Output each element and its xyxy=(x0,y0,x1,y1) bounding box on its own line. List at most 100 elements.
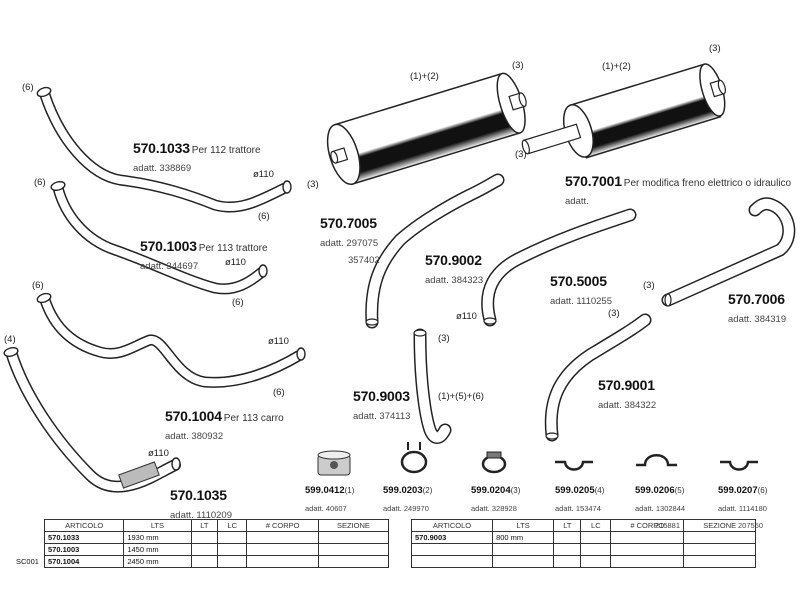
table-cell xyxy=(580,555,612,568)
callout-three: (3) xyxy=(608,308,620,319)
sheet-code: SC001 xyxy=(16,557,39,566)
accessory-599-0205: 599.0205(4) adatt. 153474 xyxy=(555,485,605,513)
accessory-599-0203: 599.0203(2) adatt. 249970 xyxy=(383,485,433,513)
table-cell xyxy=(553,531,582,544)
column-header: SEZIONE xyxy=(683,519,756,532)
callout-six: (6) xyxy=(258,211,270,222)
table-cell xyxy=(683,555,756,568)
table-cell xyxy=(580,531,612,544)
table-cell xyxy=(317,543,390,556)
part-label-570-1035: 570.1035 adatt. 1110209 xyxy=(170,487,232,521)
table-cell: 1450 mm xyxy=(123,543,192,556)
table-cell: 2450 mm xyxy=(123,555,192,568)
column-header: LT xyxy=(190,519,219,532)
u-bracket-icon xyxy=(555,460,593,471)
table-row: 570.1004 2450 mm xyxy=(43,555,390,568)
muffler-570-7005 xyxy=(326,72,527,186)
table-cell: 1930 mm xyxy=(123,531,192,544)
u-bracket-icon xyxy=(720,460,758,471)
table-cell xyxy=(317,531,390,544)
table-cell xyxy=(610,543,685,556)
table-cell xyxy=(217,543,248,556)
table-cell: 570.9003 xyxy=(410,531,494,544)
muffler-570-7001 xyxy=(521,63,726,159)
table-row xyxy=(410,543,756,556)
accessory-599-0204: 599.0204(3) adatt. 328928 xyxy=(471,485,521,513)
column-header: LC xyxy=(217,519,248,532)
column-header: ARTICOLO xyxy=(43,519,125,532)
callout-six: (6) xyxy=(232,297,244,308)
callout-one-five-six: (1)+(5)+(6) xyxy=(438,391,484,402)
table-row: 570.1003 1450 mm xyxy=(43,543,390,556)
table-header-row: ARTICOLO LTS LT LC # CORPO SEZIONE xyxy=(410,519,756,532)
table-cell xyxy=(410,543,494,556)
table-cell xyxy=(683,531,756,544)
pipe-570-9002 xyxy=(481,208,637,327)
column-header: LT xyxy=(553,519,582,532)
column-header: LTS xyxy=(123,519,192,532)
callout-diameter: ø110 xyxy=(225,257,246,268)
table-cell xyxy=(246,531,319,544)
callout-one-two: (1)+(2) xyxy=(410,71,439,82)
table-cell xyxy=(190,543,219,556)
table-cell xyxy=(553,555,582,568)
table-cell xyxy=(492,555,555,568)
callout-six: (6) xyxy=(32,280,44,291)
table-cell xyxy=(553,543,582,556)
table-cell xyxy=(610,531,685,544)
column-header: SEZIONE xyxy=(317,519,390,532)
callout-diameter: ø110 xyxy=(268,336,289,347)
table-cell xyxy=(410,555,494,568)
table-cell xyxy=(217,531,248,544)
table-cell: 570.1033 xyxy=(43,531,125,544)
callout-three: (3) xyxy=(307,179,319,190)
pipe-570-1003 xyxy=(50,181,268,295)
callout-one-two: (1)+(2) xyxy=(602,61,631,72)
part-label-570-9002: 570.9002 adatt. 384323 xyxy=(425,252,484,286)
callout-six: (6) xyxy=(34,177,46,188)
pipe-clamp-icon xyxy=(400,442,428,474)
part-label-570-9001: 570.9001 adatt. 384322 xyxy=(598,377,657,411)
table-row: 570.1033 1930 mm xyxy=(43,531,390,544)
u-bracket-icon xyxy=(636,454,677,467)
column-header: # CORPO xyxy=(610,519,685,532)
part-label-570-7005: 570.7005 adatt. 297075 357402 xyxy=(320,215,380,267)
table-row xyxy=(410,555,756,568)
callout-six: (6) xyxy=(22,82,34,93)
callout-four: (4) xyxy=(4,334,16,345)
table-cell xyxy=(217,555,248,568)
part-label-570-9003: 570.9003 adatt. 374113 xyxy=(353,388,411,422)
specs-table-left: ARTICOLO LTS LT LC # CORPO SEZIONE 570.1… xyxy=(43,519,390,568)
pipe-570-1004 xyxy=(36,292,306,388)
table-cell xyxy=(246,543,319,556)
callout-diameter: ø110 xyxy=(456,311,477,322)
table-cell: 800 mm xyxy=(492,531,555,544)
callout-six: (6) xyxy=(273,387,285,398)
column-header: ARTICOLO xyxy=(410,519,494,532)
table-cell: 570.1003 xyxy=(43,543,125,556)
table-cell xyxy=(580,543,612,556)
pipe-570-7005 xyxy=(365,173,505,329)
callout-three: (3) xyxy=(438,333,450,344)
part-label-570-7006: 570.7006 adatt. 384319 xyxy=(728,291,787,325)
pipe-570-7006 xyxy=(661,197,796,307)
callout-three: (3) xyxy=(643,280,655,291)
rubber-mount-icon xyxy=(317,450,351,476)
callout-diameter: ø110 xyxy=(253,169,274,180)
column-header: # CORPO xyxy=(246,519,319,532)
pipe-570-1033 xyxy=(36,86,292,213)
table-cell xyxy=(246,555,319,568)
callout-three: (3) xyxy=(709,43,721,54)
table-cell xyxy=(317,555,390,568)
column-header: LTS xyxy=(492,519,555,532)
table-header-row: ARTICOLO LTS LT LC # CORPO SEZIONE xyxy=(43,519,390,532)
specs-table-right: ARTICOLO LTS LT LC # CORPO SEZIONE 570.9… xyxy=(410,519,756,568)
table-cell xyxy=(190,531,219,544)
table-cell: 570.1004 xyxy=(43,555,125,568)
table-cell xyxy=(492,543,555,556)
pipe-570-9001 xyxy=(544,313,652,442)
